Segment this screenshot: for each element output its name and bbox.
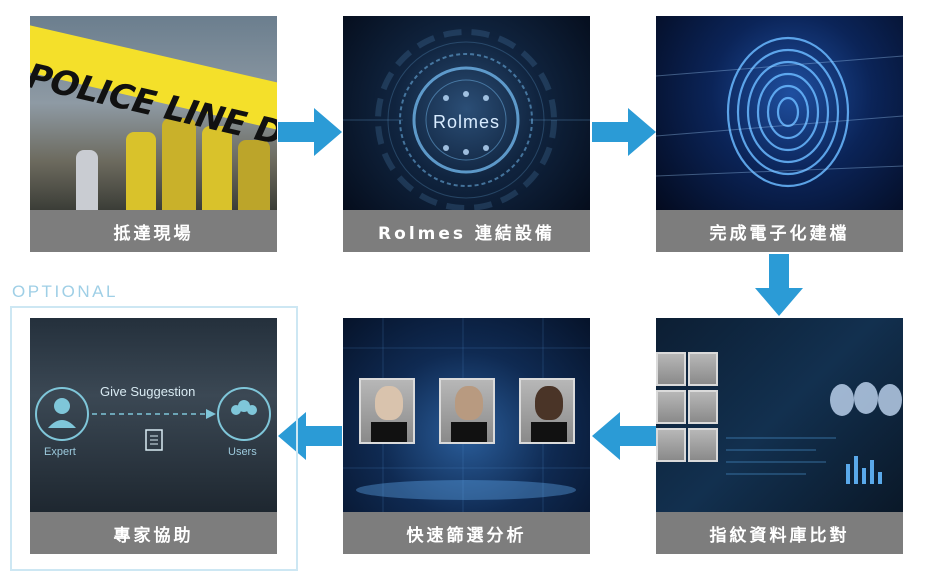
- mugshot-thumbnail: [656, 352, 686, 386]
- mugshot-thumbnail: [656, 390, 686, 424]
- step-card-expert-assist: Give Suggestion Expert Users 專家協助: [30, 318, 277, 554]
- arrow-right-icon: [278, 108, 342, 156]
- optional-label: OPTIONAL: [12, 282, 118, 301]
- step-card-quick-filter: 快速篩選分析: [343, 318, 590, 554]
- optional-frame: [10, 306, 298, 571]
- mugshot-thumbnail: [688, 390, 718, 424]
- mugshot-thumbnail: [688, 352, 718, 386]
- rolmes-logo-text: Rolmes: [432, 112, 500, 132]
- arrow-left-icon: [592, 412, 656, 460]
- mugshot-thumbnail: [688, 428, 718, 462]
- rolmes-device-image: Rolmes: [343, 16, 590, 210]
- arrow-down-icon: [755, 254, 803, 316]
- suspect-filter-image: [343, 318, 590, 512]
- fingerprint-image: [656, 16, 903, 210]
- users-label: Users: [228, 446, 257, 458]
- step-caption: 完成電子化建檔: [656, 210, 903, 252]
- step-card-arrive-scene: POLICE LINE DO NOT CROSS 抵達現場: [30, 16, 277, 252]
- suspect-mugshot: [519, 378, 575, 444]
- step-card-rolmes-connect: Rolmes Rolmes 連結設備: [343, 16, 590, 252]
- investigator-figure: [162, 118, 196, 210]
- investigator-figure: [76, 150, 98, 210]
- give-suggestion-label: Give Suggestion: [100, 384, 196, 399]
- hud-rings-graphic: [343, 29, 590, 210]
- investigator-figure: [238, 140, 270, 210]
- step-caption: 專家協助: [30, 512, 277, 554]
- step-card-fingerprint-compare: 指紋資料庫比對: [656, 318, 903, 554]
- step-caption: 抵達現場: [30, 210, 277, 252]
- expert-meeting-image: Give Suggestion Expert Users: [30, 318, 277, 512]
- fingerprint-graphic: [656, 36, 903, 188]
- mugshot-thumbnail: [656, 428, 686, 462]
- expert-label: Expert: [44, 446, 76, 458]
- step-caption: 快速篩選分析: [343, 512, 590, 554]
- arrow-left-icon: [278, 412, 342, 460]
- step-card-digital-filing: 完成電子化建檔: [656, 16, 903, 252]
- investigator-figure: [126, 132, 156, 210]
- suspect-mugshot: [359, 378, 415, 444]
- expert-users-diagram: [35, 387, 271, 451]
- crime-scene-image: POLICE LINE DO NOT CROSS: [30, 16, 277, 210]
- investigator-figure: [202, 126, 232, 210]
- suspect-mugshot: [439, 378, 495, 444]
- step-caption: 指紋資料庫比對: [656, 512, 903, 554]
- fingerprint-scan-icon: [726, 382, 902, 484]
- arrow-right-icon: [592, 108, 656, 156]
- step-caption: Rolmes 連結設備: [343, 210, 590, 252]
- database-compare-image: [656, 318, 903, 512]
